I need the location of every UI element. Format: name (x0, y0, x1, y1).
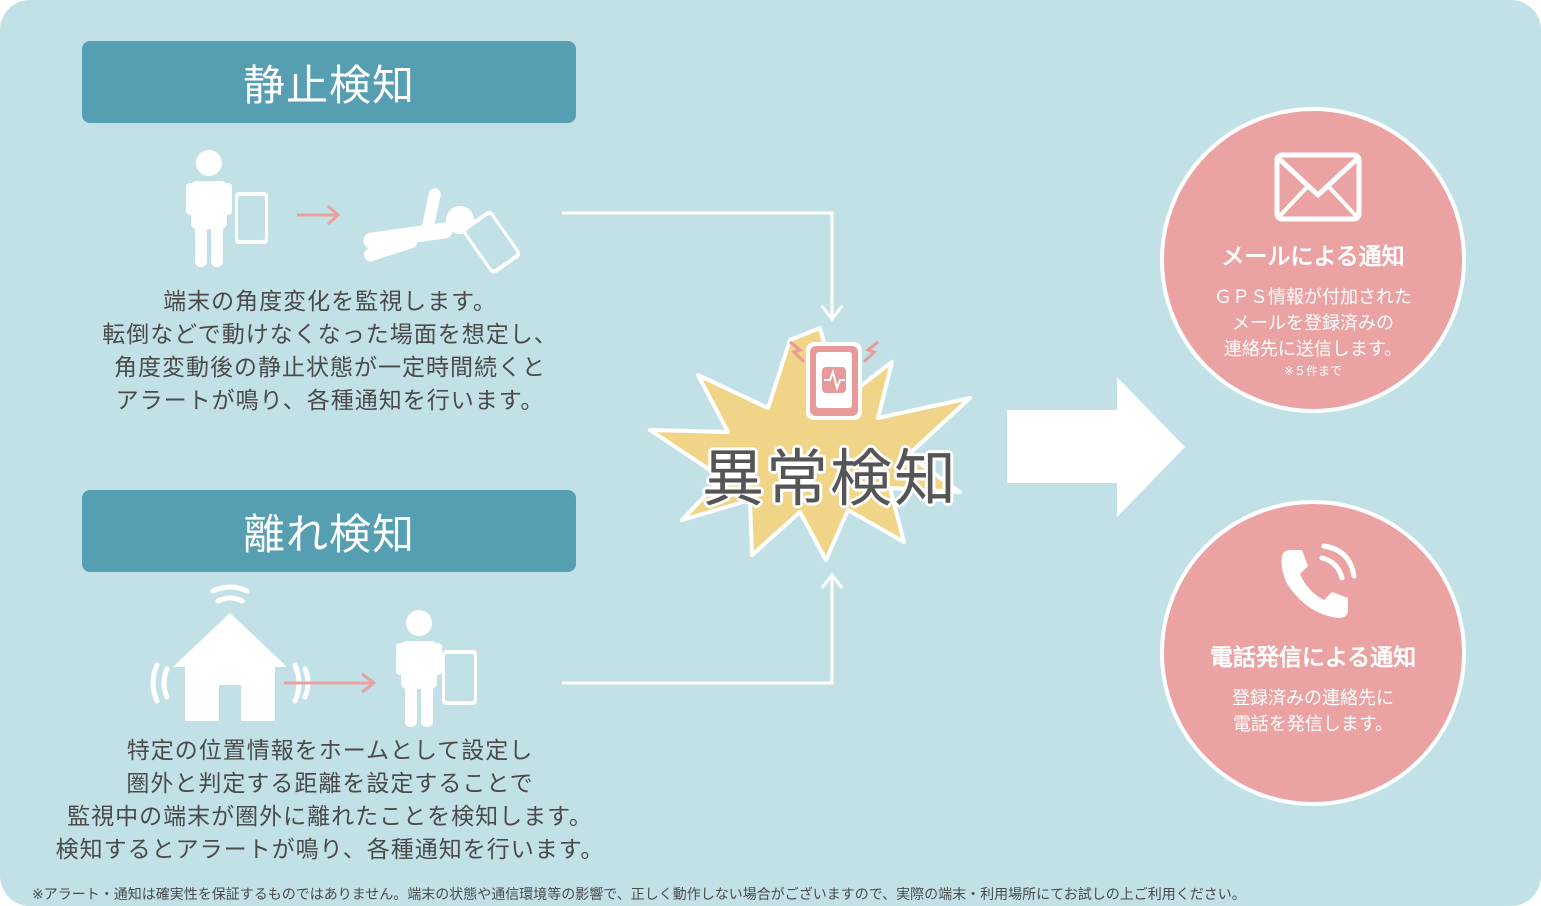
smartphone-icon (442, 650, 477, 705)
alarm-phone-icon (789, 340, 879, 420)
fallen-person-icon (363, 188, 520, 274)
description-line: ＧＰＳ情報が付加された (1214, 287, 1412, 308)
anomaly-burst-icon (648, 326, 972, 562)
separation-arrow-icon (284, 672, 377, 694)
description-line: 検知するとアラートが鳴り、各種通知を行います。 (55, 837, 605, 863)
description-line: 端末の角度変化を監視します。 (163, 289, 497, 315)
envelope-icon (1274, 152, 1362, 222)
person-icon (396, 610, 442, 727)
phone-notification-title: 電話発信による通知 (1209, 645, 1417, 671)
person-with-phone-icon (186, 150, 268, 267)
stillness-detection-description: 端末の角度変化を監視します。 転倒などで動けなくなった場面を想定し、 角度変動後… (70, 286, 590, 418)
description-line: 連絡先に送信します。 (1223, 339, 1403, 360)
mail-notification-card: メールによる通知 ＧＰＳ情報が付加された メールを登録済みの 連絡先に送信します… (1160, 107, 1466, 413)
separation-detection-description: 特定の位置情報をホームとして設定し 圏外と判定する距離を設定することで 監視中の… (20, 735, 640, 867)
house-icon (173, 613, 287, 721)
transition-arrow-icon (297, 204, 341, 226)
person-with-phone-icon (396, 610, 477, 727)
mail-notification-title: メールによる通知 (1221, 244, 1405, 270)
anomaly-detection-label: 異常検知 (701, 442, 958, 515)
description-line: 監視中の端末が圏外に離れたことを検知します。 (67, 804, 593, 830)
stillness-detection-title: 静止検知 (82, 41, 576, 123)
smartphone-icon (235, 192, 268, 244)
smartphone-icon (462, 210, 520, 274)
phone-handset-icon (1281, 543, 1357, 618)
phone-notification-description: 登録済みの連絡先に 電話を発信します。 (1164, 686, 1462, 738)
right-arrow-icon (1007, 377, 1185, 517)
description-line: メールを登録済みの (1232, 313, 1394, 334)
description-line: 電話を発信します。 (1232, 714, 1394, 735)
description-line: 角度変動後の静止状態が一定時間続くと (114, 355, 546, 381)
person-icon (186, 150, 232, 267)
mail-notification-description: ＧＰＳ情報が付加された メールを登録済みの 連絡先に送信します。 (1164, 285, 1462, 363)
description-line: アラートが鳴り、各種通知を行います。 (115, 388, 545, 414)
disclaimer-footnote: ※アラート・通知は確実性を保証するものではありません。端末の状態や通信環境等の影… (32, 887, 1246, 903)
separation-detection-title: 離れ検知 (82, 490, 576, 572)
mail-limit-note: ※５件まで (1283, 364, 1343, 378)
phone-notification-card: 電話発信による通知 登録済みの連絡先に 電話を発信します。 (1160, 500, 1466, 806)
burst-icon (648, 326, 972, 562)
description-line: 転倒などで動けなくなった場面を想定し、 (102, 322, 558, 348)
description-line: 特定の位置情報をホームとして設定し (126, 738, 534, 764)
description-line: 圏外と判定する距離を設定することで (126, 771, 534, 797)
description-line: 登録済みの連絡先に (1232, 688, 1394, 709)
